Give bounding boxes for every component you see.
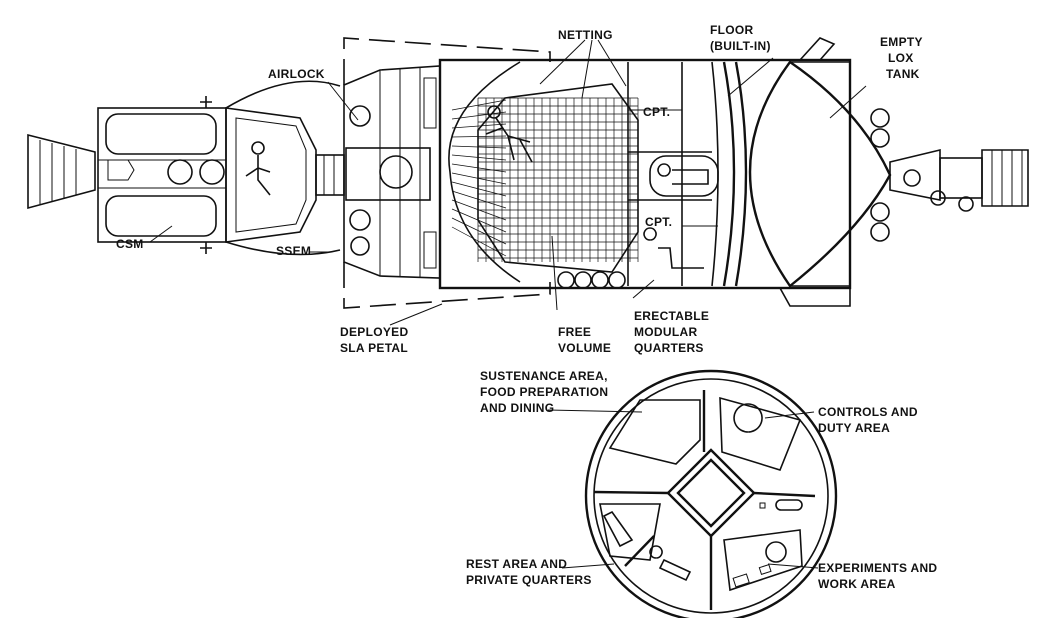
label-compartment-top: CPT. bbox=[643, 105, 670, 119]
netting-line bbox=[451, 172, 507, 185]
label-floor-line1: FLOOR bbox=[710, 23, 754, 37]
sla-petal-lower bbox=[343, 262, 551, 309]
netting-line bbox=[451, 217, 507, 245]
sleeping-figure-icon bbox=[602, 510, 634, 548]
experiments-area bbox=[723, 529, 803, 592]
astronaut-figure-cm bbox=[251, 141, 265, 155]
label-ssem: SSEM bbox=[276, 244, 311, 258]
label-erectable-line2: MODULAR bbox=[634, 325, 697, 339]
lox-tank bbox=[748, 37, 892, 307]
label-experiments-line1: EXPERIMENTS AND bbox=[818, 561, 937, 575]
label-empty-lox-tank-line2: LOX bbox=[888, 51, 914, 65]
wall-east bbox=[753, 491, 816, 498]
label-sustenance-line2: FOOD PREPARATION bbox=[480, 385, 608, 399]
netting-line bbox=[451, 135, 507, 138]
netting-line bbox=[451, 99, 507, 111]
controls-area bbox=[719, 396, 802, 471]
central-hatch-diamond bbox=[666, 448, 756, 538]
lox-tank-outline bbox=[748, 60, 892, 288]
label-sustenance-line1: SUSTENANCE AREA, bbox=[480, 369, 608, 383]
cross-section-inner-hull bbox=[593, 378, 829, 614]
sla-adapter-upper bbox=[225, 80, 341, 109]
netting-line bbox=[451, 181, 507, 197]
astronaut-figure-free-volume bbox=[485, 105, 533, 163]
crew-seated-figure bbox=[643, 227, 704, 269]
csm-module bbox=[27, 96, 345, 254]
label-compartment-bottom: CPT. bbox=[645, 215, 672, 229]
airlock-section bbox=[343, 65, 441, 279]
csm-engine-nozzle bbox=[27, 133, 96, 210]
crew-bunk-figure bbox=[657, 163, 709, 185]
csm-command-module bbox=[225, 107, 317, 243]
netting-line bbox=[451, 208, 507, 233]
storage-cans bbox=[557, 271, 626, 289]
label-erectable-line3: QUARTERS bbox=[634, 341, 704, 355]
sla-petal-upper bbox=[343, 37, 551, 85]
label-floor-line2: (BUILT-IN) bbox=[710, 39, 771, 53]
airlock-hatch bbox=[379, 155, 413, 189]
netting-line bbox=[451, 145, 507, 149]
airlock-structure bbox=[343, 65, 441, 279]
workshop-forward-dome bbox=[448, 61, 521, 283]
cross-section-view bbox=[584, 369, 838, 618]
netting-line bbox=[451, 154, 507, 161]
diagram-labels: NETTING FLOOR (BUILT-IN) EMPTY LOX TANK … bbox=[116, 23, 937, 591]
experiment-porthole bbox=[765, 541, 787, 563]
wall-west bbox=[593, 490, 669, 495]
label-controls-line1: CONTROLS AND bbox=[818, 405, 918, 419]
label-sustenance-line3: AND DINING bbox=[480, 401, 554, 415]
leader-lines bbox=[149, 39, 867, 569]
label-erectable-line1: ERECTABLE bbox=[634, 309, 709, 323]
label-empty-lox-tank-line3: TANK bbox=[886, 67, 920, 81]
label-rest-area-line2: PRIVATE QUARTERS bbox=[466, 573, 592, 587]
deployed-sla-petals bbox=[343, 37, 551, 309]
resting-figure-icon bbox=[649, 545, 692, 582]
label-netting: NETTING bbox=[558, 28, 613, 42]
airlock-hatch-box bbox=[345, 147, 431, 201]
orbital-workshop bbox=[438, 37, 1029, 307]
label-deployed-sla-petal-line1: DEPLOYED bbox=[340, 325, 408, 339]
label-experiments-line2: WORK AREA bbox=[818, 577, 896, 591]
cross-section-outer-hull bbox=[584, 369, 838, 618]
netting-line bbox=[451, 199, 507, 221]
docking-tunnel bbox=[315, 154, 345, 196]
sustenance-area bbox=[608, 399, 701, 465]
label-controls-line2: DUTY AREA bbox=[818, 421, 890, 435]
control-chair-icon bbox=[733, 403, 763, 433]
label-rest-area-line1: REST AREA AND bbox=[466, 557, 567, 571]
rest-area bbox=[599, 503, 661, 561]
label-empty-lox-tank-line1: EMPTY bbox=[880, 35, 923, 49]
label-deployed-sla-petal-line2: SLA PETAL bbox=[340, 341, 408, 355]
netting-line bbox=[451, 163, 507, 173]
netting-line bbox=[451, 111, 507, 120]
built-in-floor bbox=[722, 61, 748, 287]
label-airlock: AIRLOCK bbox=[268, 67, 325, 81]
label-free-volume-line2: VOLUME bbox=[558, 341, 611, 355]
label-free-volume-line1: FREE bbox=[558, 325, 591, 339]
netting-grid bbox=[451, 83, 639, 273]
netting-line bbox=[451, 226, 507, 257]
csm-service-module bbox=[97, 107, 227, 243]
netting-line bbox=[451, 190, 507, 209]
netting-line bbox=[451, 123, 507, 129]
aft-engine bbox=[889, 148, 1029, 212]
erectable-quarters bbox=[627, 61, 719, 287]
label-csm: CSM bbox=[116, 237, 144, 251]
